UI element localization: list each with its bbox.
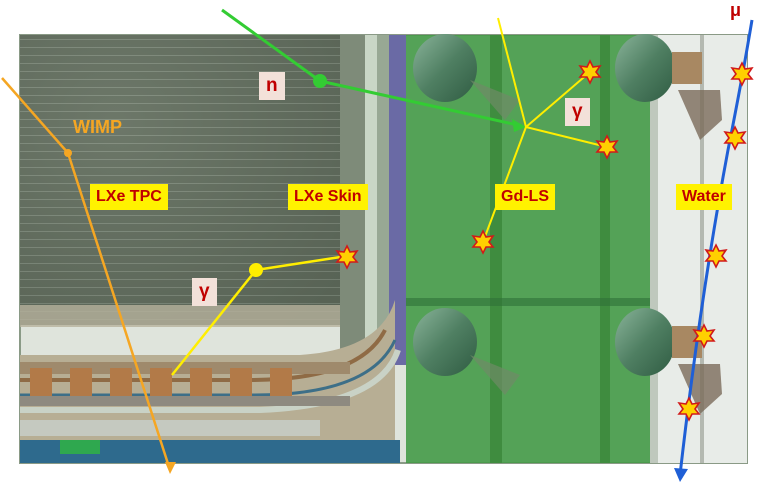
tpc-gamma-vertex <box>249 263 263 277</box>
bottom-pmt-array <box>20 362 350 436</box>
interaction-stars <box>335 59 754 422</box>
star-skin <box>335 244 359 270</box>
water-label: Water <box>676 184 732 210</box>
star-water-5 <box>677 396 701 422</box>
star-water-4 <box>692 323 716 349</box>
wimp-vertex <box>64 149 72 157</box>
muon-label: μ <box>730 0 742 20</box>
lxe-skin-label: LXe Skin <box>288 184 368 210</box>
neutron-label: n <box>259 72 285 100</box>
tpc-gamma-track <box>171 254 348 376</box>
wimp-label: WIMP <box>73 117 122 137</box>
lxe-tpc-label: LXe TPC <box>90 184 168 210</box>
star-gdls-bottom <box>471 229 495 255</box>
star-water-2 <box>723 125 747 151</box>
star-water-1 <box>730 61 754 87</box>
star-water-3 <box>704 243 728 269</box>
neutron-track <box>221 8 526 132</box>
star-gdls-right <box>595 134 619 160</box>
gdls-gamma-label: γ <box>565 98 590 126</box>
neutron-vertex <box>313 74 327 88</box>
gd-ls-region <box>406 35 650 463</box>
star-gdls-top <box>578 59 602 85</box>
lxe-tpc-region <box>20 35 340 327</box>
tpc-gamma-label: γ <box>192 278 217 306</box>
gd-ls-label: Gd-LS <box>495 184 555 210</box>
wimp-track <box>1 77 176 474</box>
